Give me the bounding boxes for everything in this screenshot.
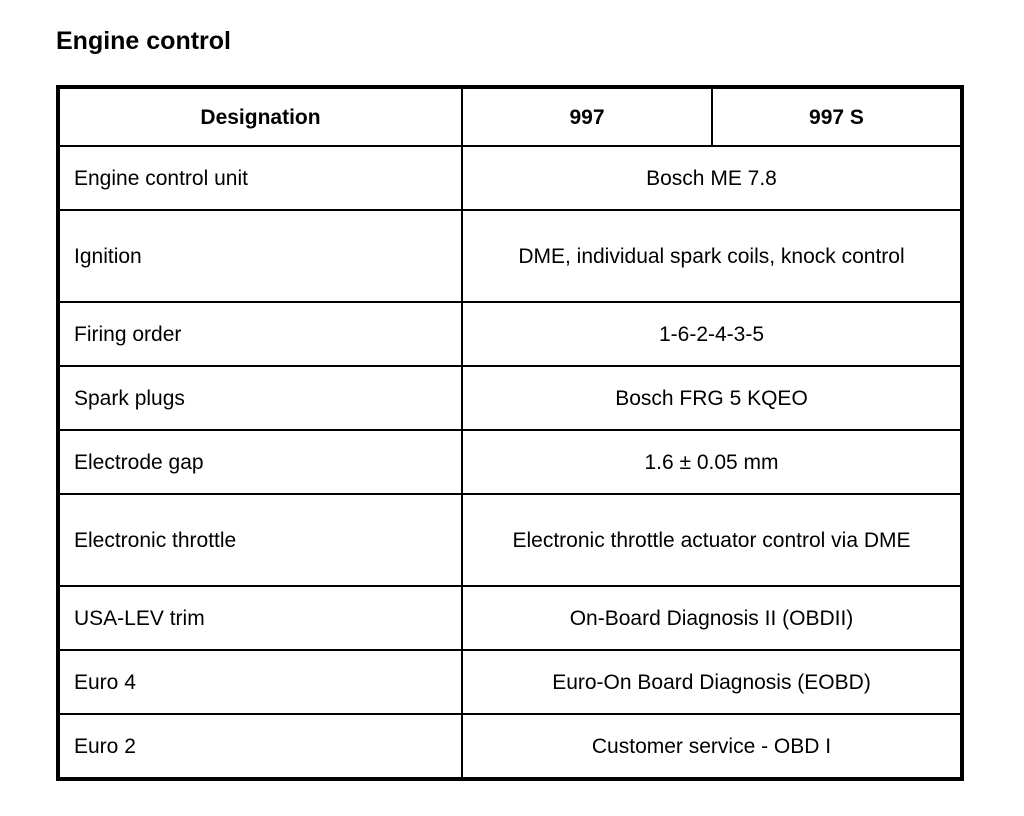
- row-value-cell: On-Board Diagnosis II (OBDII): [461, 585, 963, 651]
- row-label-cell: USA-LEV trim: [57, 585, 463, 651]
- column-header-997-s: 997 S: [711, 86, 963, 147]
- row-label-cell: Euro 4: [57, 649, 463, 715]
- row-label-cell: Electrode gap: [57, 429, 463, 495]
- row-label-cell: Firing order: [57, 301, 463, 367]
- row-label-cell: Ignition: [57, 209, 463, 303]
- row-value-cell: Bosch FRG 5 KQEO: [461, 365, 963, 431]
- row-label-cell: Electronic throttle: [57, 493, 463, 587]
- row-label-cell: Spark plugs: [57, 365, 463, 431]
- column-header-designation: Designation: [57, 86, 463, 147]
- row-value-cell: Bosch ME 7.8: [461, 145, 963, 211]
- row-value-cell: Euro-On Board Diagnosis (EOBD): [461, 649, 963, 715]
- page-title: Engine control: [56, 27, 231, 55]
- row-label-cell: Euro 2: [57, 713, 463, 780]
- table-header: Designation 997 997 S: [57, 86, 963, 147]
- row-value-cell: Electronic throttle actuator control via…: [461, 493, 963, 587]
- row-value-cell: Customer service - OBD I: [461, 713, 963, 780]
- row-value-cell: 1-6-2-4-3-5: [461, 301, 963, 367]
- column-header-997: 997: [461, 86, 713, 147]
- row-value-cell: DME, individual spark coils, knock contr…: [461, 209, 963, 303]
- engine-control-spec-table: Designation 997 997 S Engine control uni…: [56, 85, 964, 781]
- row-value-cell: 1.6 ± 0.05 mm: [461, 429, 963, 495]
- table-header-row: Designation 997 997 S: [57, 86, 963, 147]
- row-label-cell: Engine control unit: [57, 145, 463, 211]
